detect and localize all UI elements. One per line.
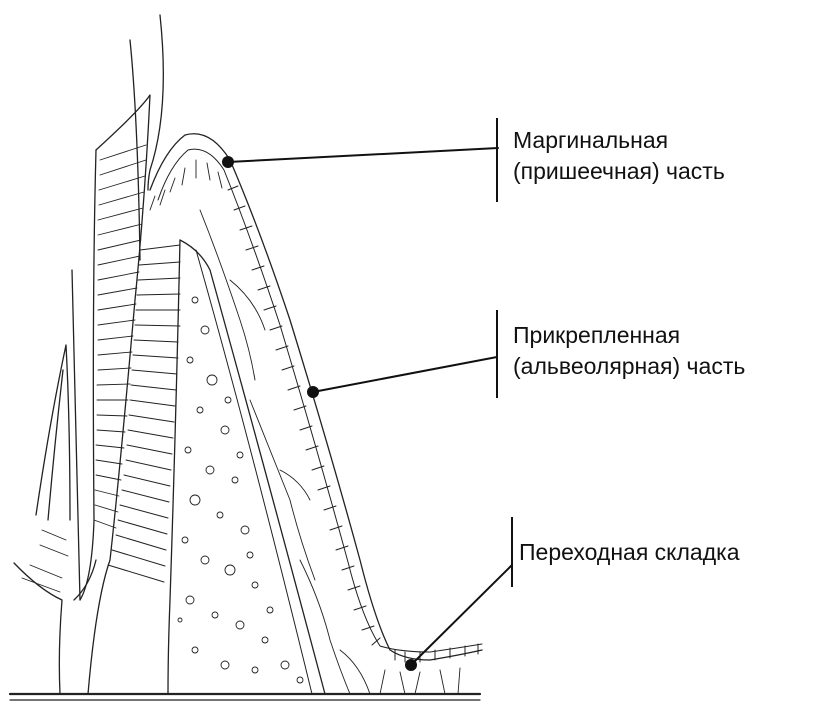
label-bracket-marginal	[496, 118, 498, 202]
pointer-dots	[222, 156, 417, 671]
label-transitional-fold: Переходная складка	[519, 537, 740, 568]
label-bracket-fold	[511, 517, 513, 587]
label-marginal-line1: Маргинальная	[513, 125, 725, 156]
bone-pores	[178, 297, 303, 683]
label-fold-line1: Переходная складка	[519, 537, 740, 568]
leader-lines	[228, 148, 512, 665]
label-attached-part: Прикрепленная (альвеолярная) часть	[513, 320, 745, 382]
base-line	[10, 694, 480, 700]
ligament-fibers	[108, 245, 180, 582]
gingiva-epithelium	[150, 134, 482, 662]
enamel-hatching	[22, 145, 146, 592]
label-bracket-attached	[496, 310, 498, 398]
label-attached-line2: (альвеолярная) часть	[513, 351, 745, 382]
label-attached-line1: Прикрепленная	[513, 320, 745, 351]
label-marginal-part: Маргинальная (пришеечная) часть	[513, 125, 725, 187]
small-root	[14, 345, 96, 694]
tooth-outline	[72, 15, 163, 694]
label-marginal-line2: (пришеечная) часть	[513, 156, 725, 187]
alveolar-bone	[168, 240, 325, 694]
